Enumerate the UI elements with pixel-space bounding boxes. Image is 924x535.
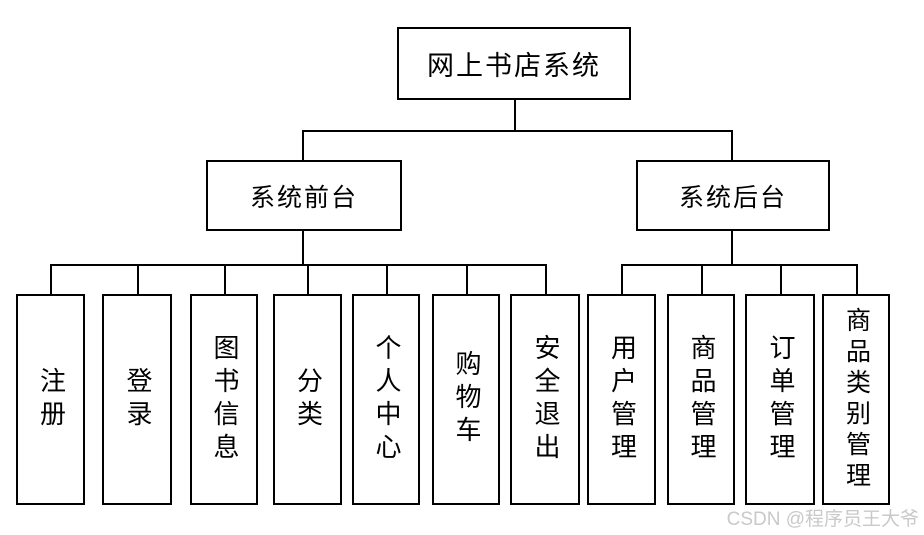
connector-front-drop bbox=[302, 130, 304, 160]
node-leaf-login: 登录 bbox=[102, 294, 172, 505]
connector-leaf-drop bbox=[856, 264, 858, 294]
connector-leaf-drop bbox=[50, 264, 52, 294]
node-leaf-book-info: 图书信息 bbox=[190, 294, 258, 505]
connector-leaf-drop bbox=[621, 264, 623, 294]
node-root-label: 网上书店系统 bbox=[427, 51, 601, 81]
node-leaf-product-category-management: 商品类别管理 bbox=[822, 294, 890, 505]
node-backend: 系统后台 bbox=[636, 160, 830, 231]
node-leaf-safe-logout: 安全退出 bbox=[510, 294, 580, 505]
connector-leaf-drop bbox=[224, 264, 226, 294]
node-root-system: 网上书店系统 bbox=[397, 27, 631, 100]
connector-leaf-drop bbox=[545, 264, 547, 294]
leaf-label: 登录 bbox=[123, 366, 152, 433]
connector-backend-rail bbox=[621, 264, 856, 266]
leaf-label: 个人中心 bbox=[372, 333, 401, 466]
connector-leaf-drop bbox=[137, 264, 139, 294]
node-leaf-user-management: 用户管理 bbox=[587, 294, 656, 505]
leaf-label: 安全退出 bbox=[531, 333, 560, 466]
connector-back-drop bbox=[731, 130, 733, 160]
node-leaf-shopping-cart: 购物车 bbox=[432, 294, 500, 505]
leaf-label: 商品管理 bbox=[687, 333, 716, 466]
connector-frontend-rail bbox=[50, 264, 545, 266]
node-leaf-category: 分类 bbox=[273, 294, 342, 505]
node-frontend-label: 系统前台 bbox=[249, 184, 358, 212]
connector-frontend-stem bbox=[302, 231, 304, 264]
leaf-label: 商品类别管理 bbox=[842, 306, 870, 493]
leaf-label: 订单管理 bbox=[766, 333, 795, 466]
node-backend-label: 系统后台 bbox=[678, 184, 787, 212]
connector-leaf-drop bbox=[780, 264, 782, 294]
connector-leaf-drop bbox=[386, 264, 388, 294]
leaf-label: 用户管理 bbox=[607, 333, 637, 466]
connector-level1-rail bbox=[302, 130, 732, 132]
node-leaf-order-management: 订单管理 bbox=[745, 294, 815, 505]
connector-leaf-drop bbox=[701, 264, 703, 294]
connector-backend-stem bbox=[731, 231, 733, 264]
leaf-label: 分类 bbox=[293, 366, 323, 433]
connector-leaf-drop bbox=[466, 264, 468, 294]
connector-root-stem bbox=[514, 100, 516, 130]
leaf-label: 注册 bbox=[36, 366, 66, 433]
node-frontend: 系统前台 bbox=[206, 160, 402, 231]
node-leaf-register: 注册 bbox=[16, 294, 85, 505]
leaf-label: 购物车 bbox=[452, 350, 481, 449]
leaf-label: 图书信息 bbox=[210, 333, 239, 466]
node-leaf-personal-center: 个人中心 bbox=[352, 294, 420, 505]
node-leaf-product-management: 商品管理 bbox=[667, 294, 735, 505]
connector-leaf-drop bbox=[307, 264, 309, 294]
csdn-watermark: CSDN @程序员王大爷 bbox=[726, 509, 919, 530]
